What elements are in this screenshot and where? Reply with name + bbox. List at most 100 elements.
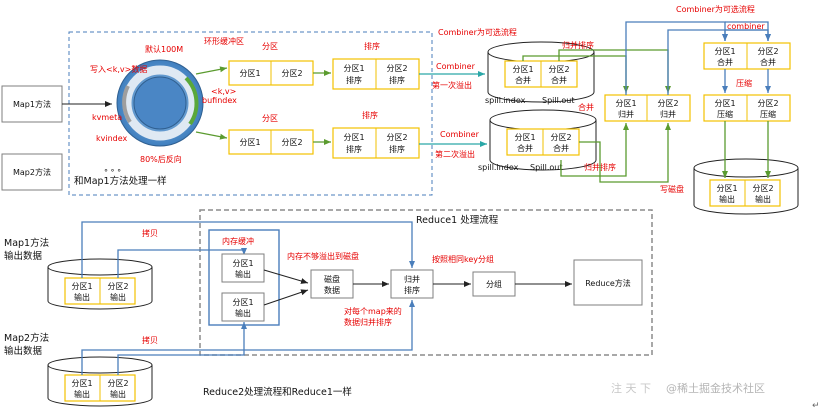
reduce2-note: Reduce2处理流程和Reduce1一样	[203, 386, 352, 398]
disk2-to-merge1-arrow	[560, 123, 629, 177]
row2-spill-label: 第二次溢出	[435, 149, 475, 159]
row1-partition-title: 分区	[262, 42, 278, 51]
row1-partition2: 分区2	[281, 69, 302, 78]
disk-data-line1: 磁盘	[324, 274, 340, 284]
mem-p2-line2: 输出	[235, 308, 251, 318]
copy-map2-to-mem-arrow	[117, 322, 247, 375]
merge-note-line2: 数据归并排序	[344, 317, 392, 327]
mem-p1-to-disk-arrow	[263, 269, 309, 284]
map2-output-title-line2: 输出数据	[4, 345, 43, 357]
map-task-boundary	[68, 31, 433, 196]
out2-line2: 输出	[755, 194, 771, 204]
map1-out-p1-line2: 输出	[74, 292, 90, 302]
row1-disk-part2-line1: 分区2	[548, 65, 569, 74]
row1-sort2-line1: 分区2	[386, 64, 407, 73]
map1-method-box	[1, 85, 63, 123]
mem-p1-line2: 输出	[235, 269, 251, 279]
watermark-left: 注 天 下	[611, 381, 651, 395]
row2-combiner-label: Combiner	[440, 130, 480, 139]
comb1-line1: 分区1	[714, 47, 735, 56]
reduce-method-box	[573, 259, 643, 306]
kvindex-label: kvindex	[96, 134, 128, 143]
row2-sort1-line2: 排序	[346, 144, 362, 154]
map2-method-box	[1, 153, 63, 191]
reduce-method-label: Reduce方法	[585, 278, 631, 288]
row2-disk-part1-line1: 分区1	[514, 133, 535, 142]
mem-p1-line1: 分区1	[232, 259, 253, 268]
compress-label: 压缩	[736, 78, 752, 88]
row1-disk-part2-line2: 合并	[551, 75, 567, 85]
kvmeta-label: kvmeta	[92, 113, 122, 122]
out1-line2: 输出	[719, 194, 735, 204]
map1-output-title-line1: Map1方法	[4, 237, 49, 249]
merge-sort-line2: 排序	[404, 285, 420, 295]
buffer-to-partition1-arrow	[195, 66, 228, 75]
ring-gray-arc	[122, 85, 132, 124]
row2-partition2: 分区2	[281, 138, 302, 147]
mem-p2-line1: 分区1	[232, 298, 253, 307]
map2-out-p2-line1: 分区2	[107, 379, 128, 388]
memory-buffer-label: 内存缓冲	[222, 236, 254, 246]
copy-map1-to-mem-arrow	[117, 248, 247, 278]
default-100m-label: 默认100M	[146, 44, 184, 54]
row2-disk-part2-line1: 分区2	[550, 133, 571, 142]
row2-spill-index: spill.index	[478, 163, 519, 172]
merge2-to-comb1-arrow	[722, 29, 768, 41]
merge1-line2: 归并	[618, 109, 634, 119]
out2-line1: 分区2	[752, 184, 773, 193]
row2-partition-title: 分区	[262, 114, 278, 123]
memory-buffer-box	[208, 229, 280, 326]
final-combiner-label: combiner	[727, 22, 765, 31]
merge-label: 合并	[578, 102, 594, 112]
map1-method-label: Map1方法	[13, 99, 51, 109]
write-disk-label: 写磁盘	[660, 184, 684, 194]
return-glyph-icon: ↵	[812, 401, 820, 411]
merge1-line1: 分区1	[615, 99, 636, 108]
copy-to-merge-top-arrow	[81, 221, 415, 278]
watermark-right: @稀土掘金技术社区	[666, 381, 765, 395]
merge-sort-box	[390, 269, 434, 299]
merge-sort-top: 归并排序	[562, 40, 594, 50]
row1-partition1: 分区1	[239, 69, 260, 78]
row1-spill-label: 第一次溢出	[432, 80, 472, 90]
mem-spill-note: 内存不够溢出到磁盘	[287, 251, 359, 261]
buffer-to-partition2-arrow	[195, 131, 228, 140]
kv-label: <k,v>	[211, 87, 236, 96]
map2-output-title-line1: Map2方法	[4, 332, 49, 344]
bufindex-label: bufindex	[202, 96, 237, 105]
merge2-line2: 归并	[660, 109, 676, 119]
comp2-line2: 压缩	[760, 109, 776, 119]
comp2-line1: 分区2	[757, 99, 778, 108]
reduce-task-boundary	[199, 209, 653, 356]
merge2-line1: 分区2	[657, 99, 678, 108]
map2-out-p1-line1: 分区1	[71, 379, 92, 388]
row1-sort2-line2: 排序	[389, 75, 405, 85]
map1-output-title-line2: 输出数据	[4, 250, 43, 262]
copy-to-merge-bottom-arrow	[81, 300, 415, 375]
copy-bottom-label: 拷贝	[142, 335, 158, 345]
out1-line1: 分区1	[716, 184, 737, 193]
row1-combiner-label: Combiner	[436, 62, 476, 71]
comp1-line1: 分区1	[714, 99, 735, 108]
row1-sort-title: 排序	[364, 41, 380, 51]
reduce1-title: Reduce1 处理流程	[416, 214, 499, 226]
map2-out-p1-line2: 输出	[74, 389, 90, 399]
map2-same-note: 和Map1方法处理一样	[74, 175, 167, 187]
row1-spill-out: Spill.out	[542, 96, 574, 105]
mem-p2-to-disk-arrow	[263, 289, 309, 306]
row2-sort1-line1: 分区1	[343, 133, 364, 142]
group-box	[472, 271, 516, 297]
row1-disk-part1-line1: 分区1	[512, 65, 533, 74]
row2-partition1: 分区1	[239, 138, 260, 147]
group-label: 分组	[486, 279, 502, 289]
ring-buffer	[116, 59, 204, 147]
map1-out-p1-line1: 分区1	[71, 282, 92, 291]
disk2-to-merge2-arrow	[579, 123, 671, 183]
row1-sort1-line1: 分区1	[343, 64, 364, 73]
map1-out-p2-line2: 输出	[110, 292, 126, 302]
write-kv-label: 写入<k,v>数据	[90, 64, 147, 74]
map1-out-p2-line1: 分区2	[107, 282, 128, 291]
row1-disk-part1-line2: 合并	[515, 75, 531, 85]
merge1-to-comb2-arrow	[725, 21, 771, 41]
